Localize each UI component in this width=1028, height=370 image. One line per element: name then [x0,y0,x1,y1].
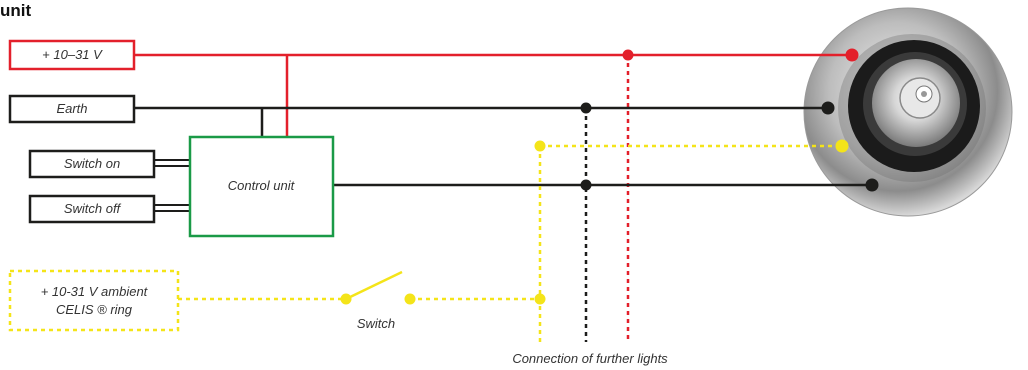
fixture-terminal-earth [821,101,835,115]
page-title: unit [0,1,32,20]
earth-wires [134,101,879,342]
switch-label: Switch [357,316,395,331]
switch-input-wires [154,159,190,212]
supply-label: + 10–31 V [42,47,103,62]
fixture-terminal-positive [845,48,859,62]
switch-off-box: Switch off [28,194,156,224]
ambient-box: + 10-31 V ambient CELIS ® ring [8,269,180,332]
switch-off-label: Switch off [64,201,122,216]
switch-on-box: Switch on [28,149,156,179]
connection-label: Connection of further lights [512,351,668,366]
supply-box: + 10–31 V [8,39,136,71]
earth-label: Earth [56,101,87,116]
junction-dot [534,293,546,305]
junction-dot [534,140,546,152]
junction-dot [580,179,592,191]
control-unit-box: Control unit [188,135,335,238]
ambient-wires [178,139,849,342]
positive-wires [134,48,859,342]
ambient-label-line2: CELIS ® ring [56,302,133,317]
fixture-terminal-control [865,178,879,192]
junction-dot [580,102,592,114]
earth-box: Earth [8,94,136,124]
control-unit-label: Control unit [228,178,296,193]
switch-icon [340,270,416,305]
ambient-label-line1: + 10-31 V ambient [41,284,149,299]
switch-on-label: Switch on [64,156,120,171]
fixture-terminal-ambient [835,139,849,153]
junction-dot [622,49,634,61]
